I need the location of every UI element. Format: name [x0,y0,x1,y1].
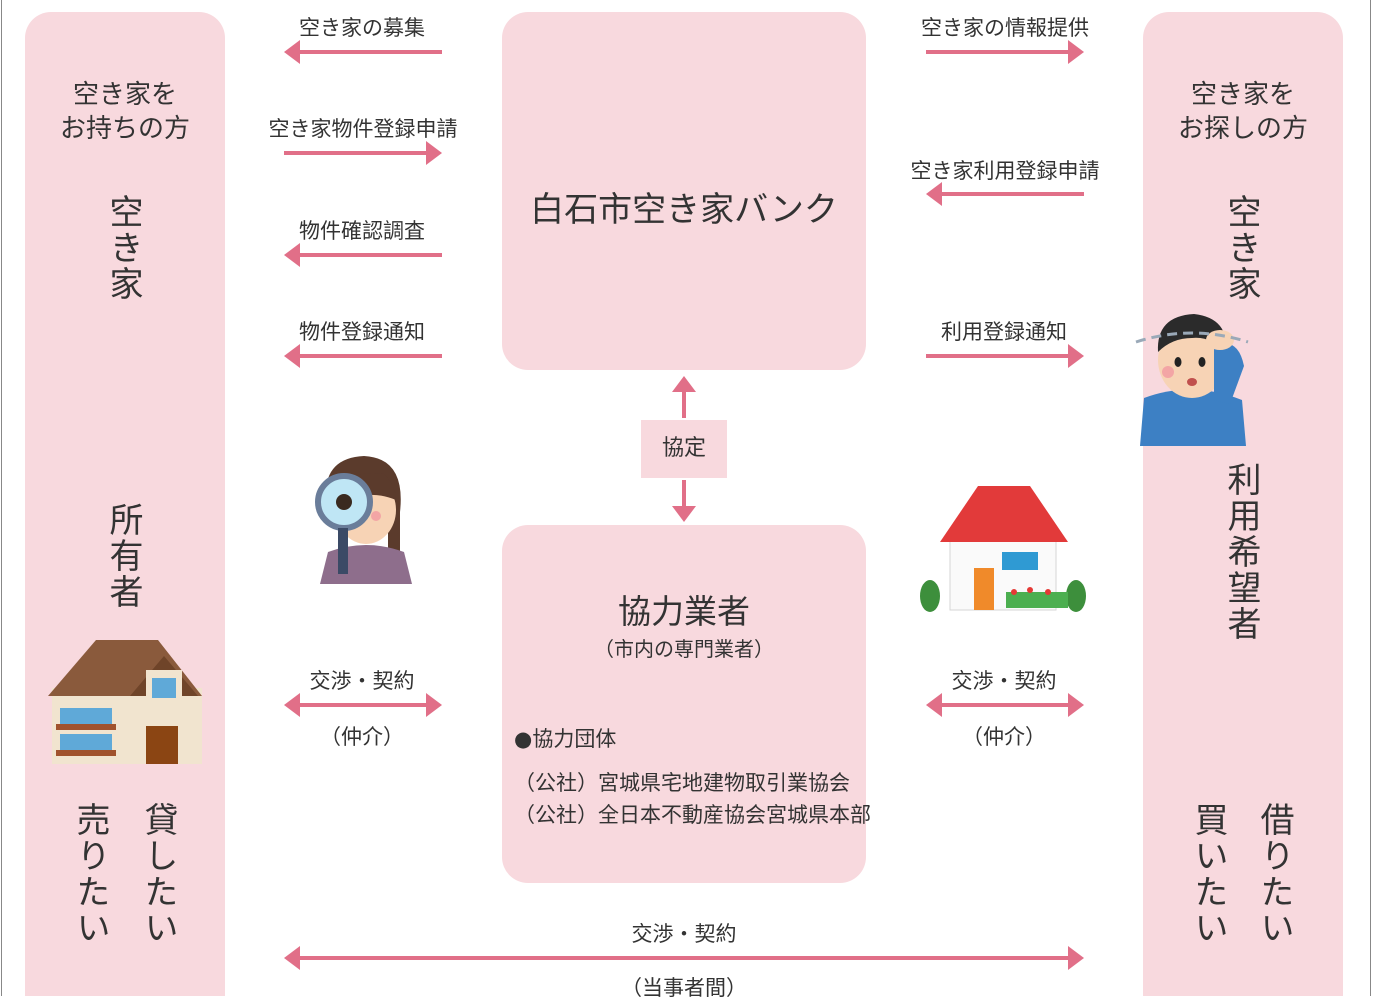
seeker-vertical-riyou: 利用希望者 [1221,462,1261,642]
brown-house-icon [48,640,202,764]
label-bottom-nego: 交渉・契約 [631,922,737,946]
label-property-notice: 物件登録通知 [299,320,425,344]
owner-want-rent: 貸したい [138,802,178,946]
akiya-bank-box: 白石市空き家バンク [502,12,866,370]
owner-vertical-shoyusha: 所有者 [103,502,143,610]
label-left-nego: 交渉・契約 [309,669,415,693]
seeker-column: 空き家を お探しの方 空き家 利用希望者 借りたい 買いたい [1143,12,1343,996]
label-left-broker: （仲介） [320,725,404,749]
agreement-label: 協定 [641,420,727,478]
arrow-agreement [672,376,696,522]
arrow-info [926,40,1084,64]
partner-org-2: （公社）全日本不動産協会宮城県本部 [514,803,871,827]
arrow-recruit [284,40,442,64]
inspector-woman-icon [315,456,412,584]
label-use-notice: 利用登録通知 [941,320,1067,344]
seeker-want-borrow: 借りたい [1254,802,1294,946]
arrow-use-apply [926,182,1084,206]
partner-subtitle: （市内の専門業者） [594,637,774,661]
confused-man-icon [1135,314,1249,446]
arrow-bottom-nego [284,946,1084,970]
seeker-want-buy: 買いたい [1188,802,1228,946]
partner-title: 協力業者 [618,592,750,631]
label-right-nego: 交渉・契約 [951,669,1057,693]
owner-want-sell: 売りたい [70,802,110,946]
label-property-check: 物件確認調査 [299,219,425,243]
arrow-property-notice [284,344,442,368]
seeker-title: 空き家を お探しの方 [1177,80,1308,144]
seeker-vertical-akiya: 空き家 [1221,194,1261,302]
bank-title: 白石市空き家バンク [530,190,838,230]
arrow-right-nego [926,693,1084,717]
arrow-use-notice [926,344,1084,368]
owner-column: 空き家を お持ちの方 空き家 所有者 貸したい 売りたい [25,12,225,996]
arrow-property-check [284,243,442,267]
label-recruit: 空き家の募集 [299,16,425,40]
arrow-property-apply [284,141,442,165]
arrow-left-nego [284,693,442,717]
partner-group-label: ●協力団体 [514,727,617,751]
partner-org-1: （公社）宮城県宅地建物取引業協会 [514,771,850,795]
partner-box: 協力業者 （市内の専門業者） ●協力団体 （公社）宮城県宅地建物取引業協会 （公… [502,525,871,883]
red-roof-house-icon [920,486,1086,612]
label-property-apply: 空き家物件登録申請 [268,117,458,141]
label-use-apply: 空き家利用登録申請 [910,159,1100,183]
label-info: 空き家の情報提供 [921,16,1089,40]
owner-vertical-akiya: 空き家 [103,194,143,302]
owner-title: 空き家を お持ちの方 [59,80,190,144]
label-right-broker: （仲介） [962,725,1046,749]
